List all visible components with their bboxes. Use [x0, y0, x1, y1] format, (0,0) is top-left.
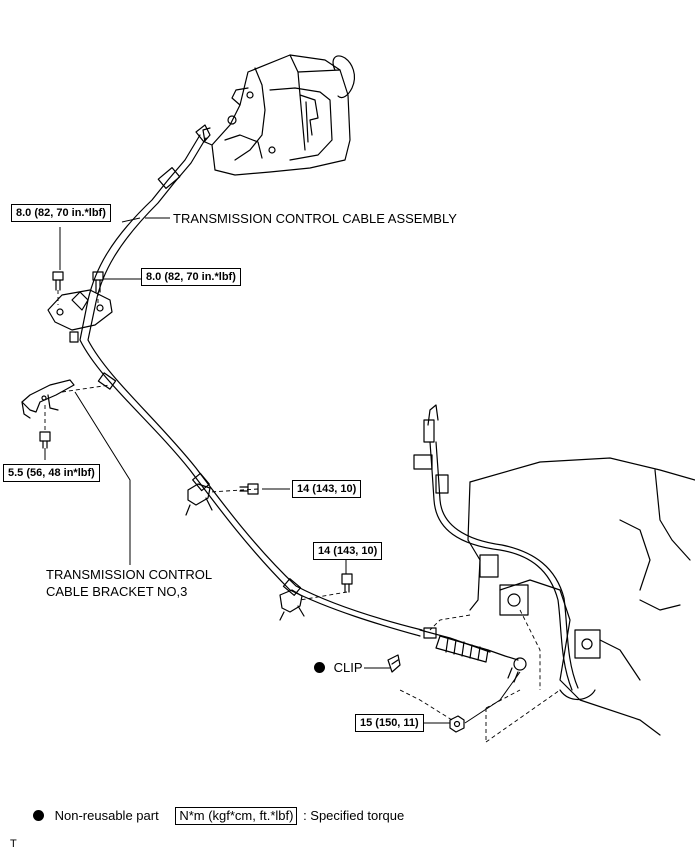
bracket-bolts	[52, 271, 104, 293]
main-cable	[79, 124, 527, 683]
legend-non-reusable: Non-reusable part	[54, 808, 159, 823]
bracket-no3-label-line2: CABLE BRACKET NO,3	[46, 584, 188, 599]
nut-part	[449, 715, 465, 733]
clip-part	[387, 654, 401, 673]
torque-bracket-right: 8.0 (82, 70 in.*lbf)	[141, 268, 241, 286]
lower-bolt-part	[279, 573, 353, 621]
footer-code: T	[10, 838, 17, 850]
mid-bolt-part	[185, 483, 259, 516]
torque-mid-bolt: 14 (143, 10)	[292, 480, 362, 498]
transmission-housing	[467, 457, 695, 736]
cable-assembly-label: TRANSMISSION CONTROL CABLE ASSEMBLY	[173, 211, 457, 226]
torque-lower-bolt: 14 (143, 10)	[313, 542, 383, 560]
bracket-no3	[21, 379, 75, 449]
non-reusable-dot-icon	[314, 662, 325, 673]
legend: Non-reusable part N*m (kgf*cm, ft.*lbf) …	[33, 807, 404, 825]
bracket-no3-label-line1: TRANSMISSION CONTROL	[46, 567, 213, 582]
transmission-cable	[413, 404, 579, 691]
legend-dot-icon	[33, 810, 44, 821]
clip-label-text: CLIP	[333, 660, 363, 675]
torque-bracket-left: 8.0 (82, 70 in.*lbf)	[11, 204, 111, 222]
legend-torque-unit: N*m (kgf*cm, ft.*lbf)	[175, 807, 298, 825]
torque-nut: 15 (150, 11)	[355, 714, 424, 732]
legend-specified-torque: : Specified torque	[303, 808, 405, 823]
torque-bracket-no3: 5.5 (56, 48 in*lbf)	[3, 464, 100, 482]
clip-label: CLIP	[314, 660, 363, 676]
shift-lever-assembly	[202, 54, 356, 176]
cable-bracket	[47, 289, 113, 343]
